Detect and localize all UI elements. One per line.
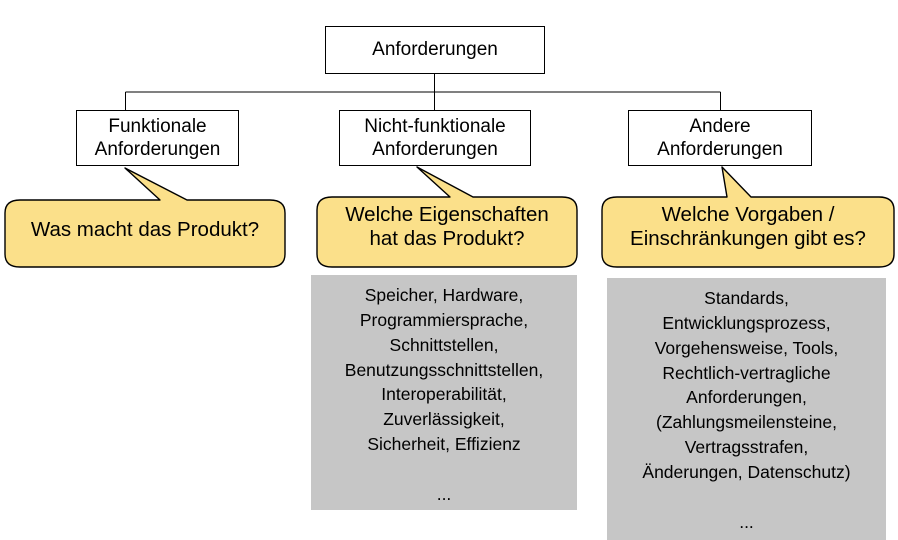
node-andere-anforderungen-label: Andere Anforderungen	[657, 115, 783, 160]
detail-box-non-functional: Speicher, Hardware, Programmiersprache, …	[311, 275, 577, 510]
node-nicht-funktionale-anforderungen[interactable]: Nicht-funktionale Anforderungen	[339, 110, 531, 166]
detail-box-other: Standards, Entwicklungsprozess, Vorgehen…	[607, 278, 886, 540]
callout-other-shape	[601, 166, 895, 268]
node-andere-anforderungen[interactable]: Andere Anforderungen	[628, 110, 812, 166]
node-anforderungen-label: Anforderungen	[372, 39, 498, 61]
callout-functional[interactable]: Was macht das Produkt?	[4, 166, 286, 268]
node-anforderungen[interactable]: Anforderungen	[325, 26, 545, 74]
callout-other-text: Welche Vorgaben / Einschränkungen gibt e…	[630, 203, 866, 251]
callout-functional-shape	[4, 167, 286, 268]
node-funktionale-anforderungen[interactable]: Funktionale Anforderungen	[76, 110, 239, 166]
callout-functional-text: Was macht das Produkt?	[30, 218, 260, 241]
callout-other[interactable]: Welche Vorgaben / Einschränkungen gibt e…	[601, 166, 895, 268]
node-funktionale-anforderungen-label: Funktionale Anforderungen	[94, 115, 221, 160]
callout-non-functional-shape	[316, 166, 578, 268]
node-nicht-funktionale-anforderungen-label: Nicht-funktionale Anforderungen	[364, 115, 506, 160]
callout-non-functional[interactable]: Welche Eigenschaften hat das Produkt?	[316, 166, 578, 268]
callout-non-functional-text: Welche Eigenschaften hat das Produkt?	[345, 203, 549, 251]
